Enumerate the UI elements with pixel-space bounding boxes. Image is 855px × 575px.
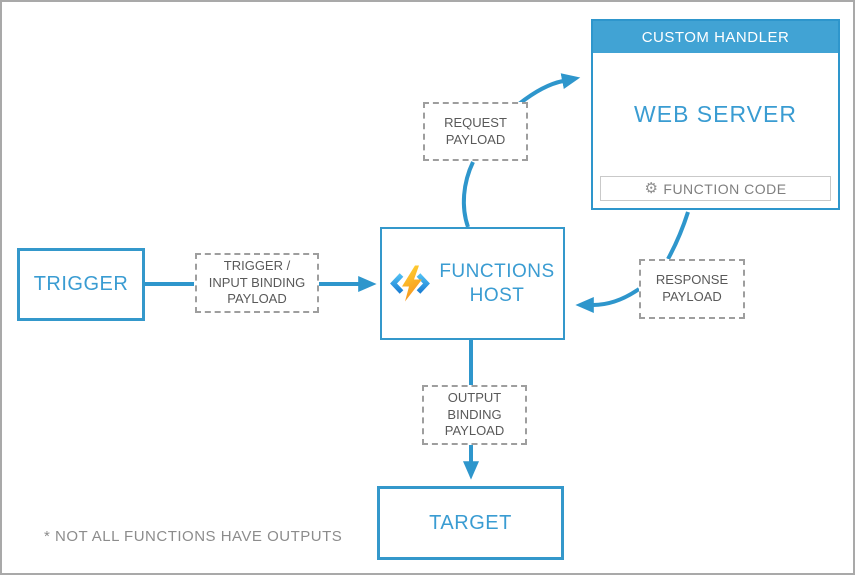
target-label: TARGET <box>429 511 512 534</box>
function-code-bar: ⚙ FUNCTION CODE <box>600 176 831 201</box>
functions-host-label-line2: HOST <box>469 284 525 306</box>
custom-handler-header: CUSTOM HANDLER <box>593 21 838 53</box>
payload-line: REQUEST <box>444 114 507 130</box>
functions-host-node: FUNCTIONS HOST <box>380 227 565 340</box>
payload-line: RESPONSE <box>655 272 729 288</box>
trigger-node: TRIGGER <box>17 248 145 321</box>
function-code-label: FUNCTION CODE <box>663 180 787 197</box>
payload-line: OUTPUT <box>447 389 502 405</box>
custom-handler-node: CUSTOM HANDLER WEB SERVER ⚙ FUNCTION COD… <box>591 19 840 210</box>
arrow-host-to-request <box>461 161 475 228</box>
payload-line: INPUT BINDING <box>208 274 306 290</box>
payload-line: TRIGGER / <box>223 257 291 273</box>
azure-functions-icon <box>390 265 431 302</box>
custom-handler-body: WEB SERVER <box>593 53 838 176</box>
payload-line: PAYLOAD <box>227 291 287 307</box>
response-payload: RESPONSE PAYLOAD <box>639 259 745 319</box>
payload-line: PAYLOAD <box>444 423 505 439</box>
web-server-label: WEB SERVER <box>634 101 797 127</box>
output-binding-payload: OUTPUT BINDING PAYLOAD <box>422 385 527 445</box>
trigger-label: TRIGGER <box>33 273 129 295</box>
trigger-input-binding-payload: TRIGGER / INPUT BINDING PAYLOAD <box>195 253 319 313</box>
functions-host-label-line1: FUNCTIONS <box>439 260 555 282</box>
payload-line: BINDING <box>447 406 502 422</box>
arrow-webserver-to-response <box>666 211 690 260</box>
arrow-response-to-host <box>575 287 641 313</box>
gear-icon: ⚙ <box>644 179 659 197</box>
request-payload: REQUEST PAYLOAD <box>423 102 528 161</box>
functions-host-label: FUNCTIONS HOST <box>439 260 554 308</box>
target-node: TARGET <box>377 486 564 560</box>
payload-line: PAYLOAD <box>445 131 506 147</box>
arrow-request-to-webserver <box>517 73 581 106</box>
payload-line: PAYLOAD <box>662 289 722 304</box>
footnote: * NOT ALL FUNCTIONS HAVE OUTPUTS <box>44 528 343 545</box>
